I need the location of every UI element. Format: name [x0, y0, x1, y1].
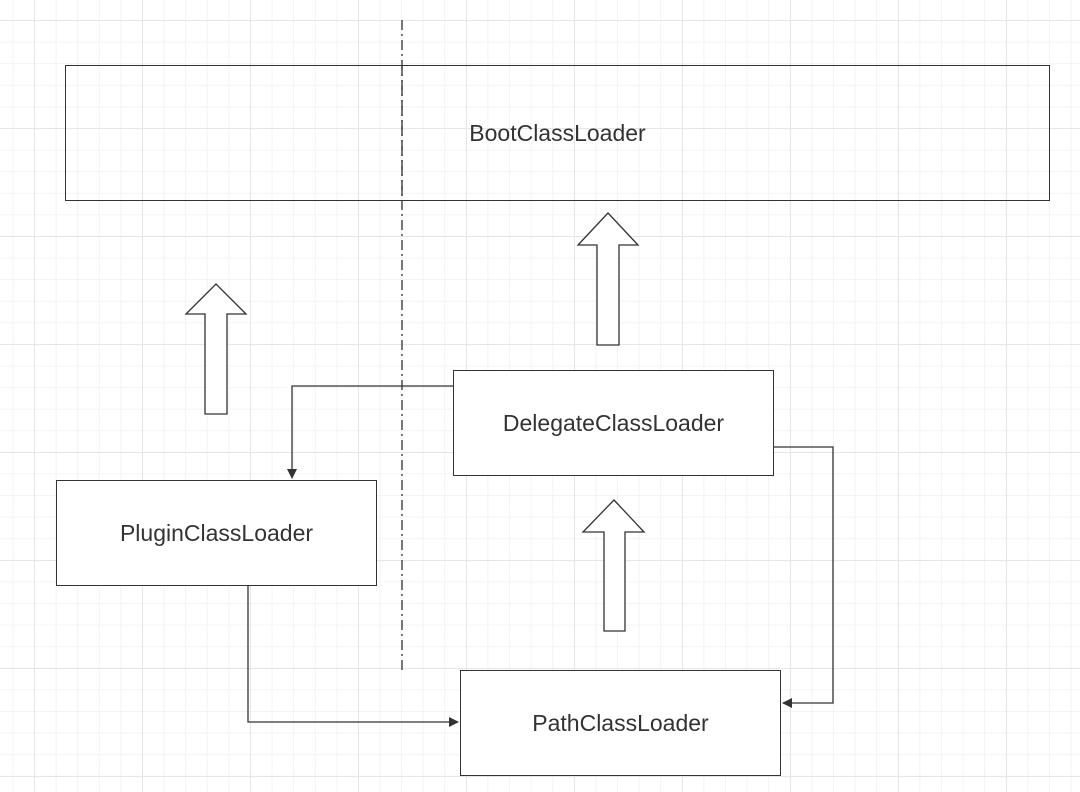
up-arrow-plugin-to-boot [184, 283, 248, 415]
node-plugin-class-loader: PluginClassLoader [56, 480, 377, 586]
node-delegate-class-loader: DelegateClassLoader [453, 370, 774, 476]
node-boot-class-loader: BootClassLoader [65, 65, 1050, 201]
node-plugin-label: PluginClassLoader [119, 519, 314, 546]
node-boot-label: BootClassLoader [469, 119, 646, 146]
edge-delegate-to-plugin [287, 385, 453, 479]
up-arrow-delegate-to-boot [576, 212, 640, 346]
up-arrow-path-to-delegate [581, 499, 646, 632]
node-path-label: PathClassLoader [532, 709, 709, 736]
edge-plugin-to-path [247, 586, 459, 727]
node-delegate-label: DelegateClassLoader [502, 409, 725, 436]
edge-delegate-to-path [774, 446, 834, 708]
node-path-class-loader: PathClassLoader [460, 670, 781, 776]
